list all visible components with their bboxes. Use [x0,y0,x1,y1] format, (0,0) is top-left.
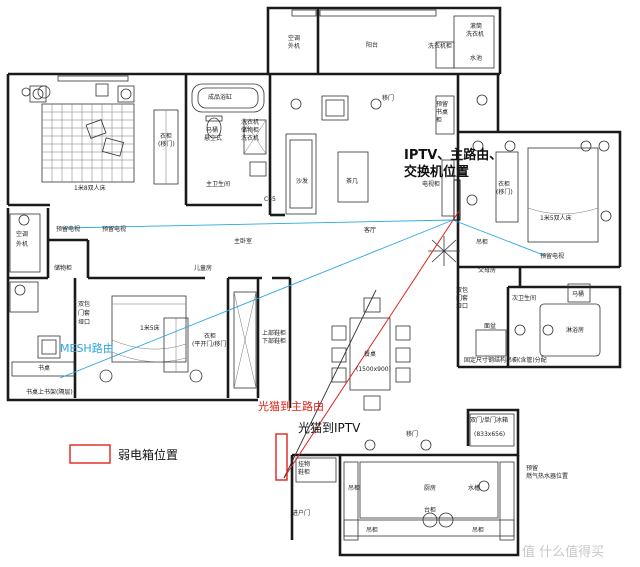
label-reserved-tv-left: 预留电视 [56,225,80,233]
label-guest-door-2: 门套 [456,294,468,302]
label-fridge-1: 双门/单门冰箱 [470,416,508,424]
blue-line-study [59,219,454,379]
modem-to-iptv-text: 光猫到IPTV [298,421,361,435]
label-counter: 台柜 [424,506,436,514]
label-hanging-k1: 吊柜 [348,484,360,492]
label-reserve-heater-2: 燃气热水器位置 [526,472,568,480]
label-second-bath: 次卫生间 [512,294,536,302]
label-master-bath: 主卫生间 [206,180,230,188]
label-washer-cab: 洗衣机柜 [428,42,452,50]
iptv-router-text-2: 交换机位置 [404,164,469,180]
label-desk: 书桌 [38,364,50,372]
label-bath: 成品浴缸 [208,93,232,101]
label-toilet-2: 悬空式 [204,134,222,142]
label-hanging-k2: 吊柜 [366,526,378,534]
label-sliding-door-top: 移门 [382,94,394,102]
label-washer-box-1: 滚筒 [470,22,482,30]
label-washer-box-2: 洗衣机 [466,30,484,38]
label-hanging-cab: 吊柜 [476,238,488,246]
blue-line-guest [452,219,547,257]
label-guest-tv: 预留电视 [540,252,564,260]
label-bottom-note: 固定尺寸钢结构吊橱(含管)分配 [464,356,547,364]
label-reserved-tv-main: 预留电视 [102,225,126,233]
label-water-basin: 水池 [470,54,482,62]
label-storage: 储物柜 [54,264,72,272]
label-living: 客厅 [364,226,376,234]
mesh-router-text: MESH路由 [60,341,114,355]
label-wardrobe-kids-1: 衣柜 [204,332,216,340]
label-dining-size: (1500x900) [356,366,391,373]
label-main-bedroom: 主卧室 [234,237,252,245]
annotations: IPTV、主路由、 交换机位置 MESH路由 光猫到主路由 光猫到IPTV [60,147,502,435]
blue-line-master [61,219,454,229]
bed-pattern-main [42,104,134,182]
label-wash-set-2: 储物柜 [241,126,259,134]
label-kitchen: 厨房 [424,484,436,492]
label-entry-door: 进户门 [292,509,310,517]
modem-to-router-text: 光猫到主路由 [258,399,324,413]
label-fridge-2: (833x656) [474,431,505,438]
label-double-door-3: 垭口 [78,318,90,326]
walls [6,6,622,557]
label-sink: 水槽 [468,484,480,492]
label-double-door-2: 门套 [78,309,90,317]
label-wash-set-3: 洗衣机 [241,134,259,142]
label-entry-cab-1: 挂物 [298,460,310,468]
label-parents-room: 父母房 [478,266,496,274]
label-bed-guest: 1米5双人床 [540,214,572,222]
label-wardrobe-main-1: 衣柜 [160,132,172,140]
label-wardrobe-kids-2: (平开门/移门) [192,340,229,348]
weak-box-on-plan [275,433,288,481]
iptv-router-text-1: IPTV、主路由、 [404,147,502,163]
label-basin: 面盆 [484,322,496,330]
room-labels: 阳台 洗衣机柜 滚筒 洗衣机 水池 空调 外机 空调 外机 成品浴缸 马桶 悬空… [16,22,584,534]
legend-swatch [69,444,111,464]
label-study: 书桌上书架(隔层) [26,388,73,396]
red-line-router [283,210,460,479]
label-upper-shoe-2: 下部鞋柜 [262,337,286,345]
label-reserve-heater-1: 预留 [526,464,538,472]
label-toilet2: 马桶 [572,290,584,298]
label-c45: C45 [264,196,276,203]
label-ac-top-2: 外机 [288,42,300,50]
label-dining: 餐桌 [364,350,376,358]
stove-icon [422,512,454,528]
label-bookcase-1: 预留 [436,100,448,108]
label-wardrobe-main-2: (移门) [158,140,175,148]
label-balcony: 阳台 [366,41,378,49]
label-ac-left-2: 外机 [16,240,28,248]
furniture [9,15,612,541]
label-shower: 淋浴房 [566,326,584,334]
label-ac-top-1: 空调 [288,34,300,42]
label-tv-cab: 电视柜 [422,180,440,188]
label-guest-door-3: 垭口 [456,302,468,310]
label-upper-shoe-1: 上部鞋柜 [262,329,286,337]
label-guest-door-1: 双包 [456,286,468,294]
watermark: 值 什么值得买 [522,544,604,560]
label-bookcase-3: 柜 [436,116,442,124]
label-bookcase-2: 书桌 [436,108,448,116]
label-wardrobe-guest-2: (移门) [496,188,513,196]
network-lines [59,179,547,481]
label-sliding-door: 移门 [406,430,418,438]
legend: 弱电箱位置 [69,444,178,464]
label-bed-main: 1米8双人床 [74,184,106,192]
label-hanging-k3: 吊柜 [472,526,484,534]
label-entry-cab-2: 鞋柜 [298,468,310,476]
label-bed-kids: 1米5床 [140,324,160,332]
label-double-door-1: 双包 [78,300,90,308]
iptv-point [453,179,461,221]
label-tea-table: 茶几 [346,177,358,185]
label-kids-room: 儿童房 [194,264,212,272]
label-ac-left-1: 空调 [16,230,28,238]
label-wardrobe-guest-1: 衣柜 [498,180,510,188]
label-sofa: 沙发 [296,177,308,185]
legend-label: 弱电箱位置 [118,447,178,462]
black-line-iptv [283,289,377,479]
label-wash-set-1: 洗衣机 [241,118,259,126]
label-toilet-1: 马桶 [206,126,218,134]
